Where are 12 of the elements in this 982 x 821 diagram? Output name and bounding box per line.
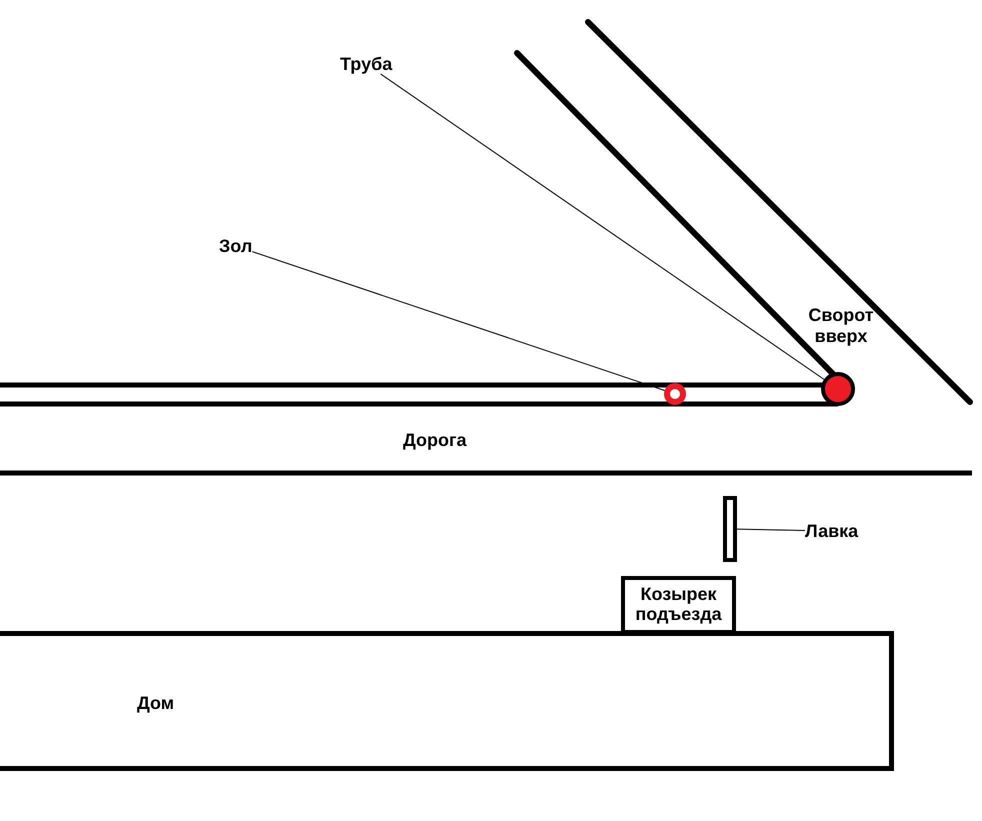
leader-line: [252, 251, 666, 391]
house-label: Дом: [137, 693, 174, 713]
canopy-label: Козырек подъезда: [634, 584, 723, 624]
callout-label: Лавка: [805, 521, 858, 541]
caption-text: Сворот вверх: [807, 305, 875, 347]
callout-label: Труба: [340, 54, 392, 74]
road-label: Дорога: [403, 430, 467, 450]
house-outline: [0, 631, 894, 771]
canopy-box: [621, 576, 736, 634]
leader-line: [736, 528, 806, 531]
leader-line: [380, 74, 824, 380]
callout-label: Зол: [219, 236, 252, 256]
